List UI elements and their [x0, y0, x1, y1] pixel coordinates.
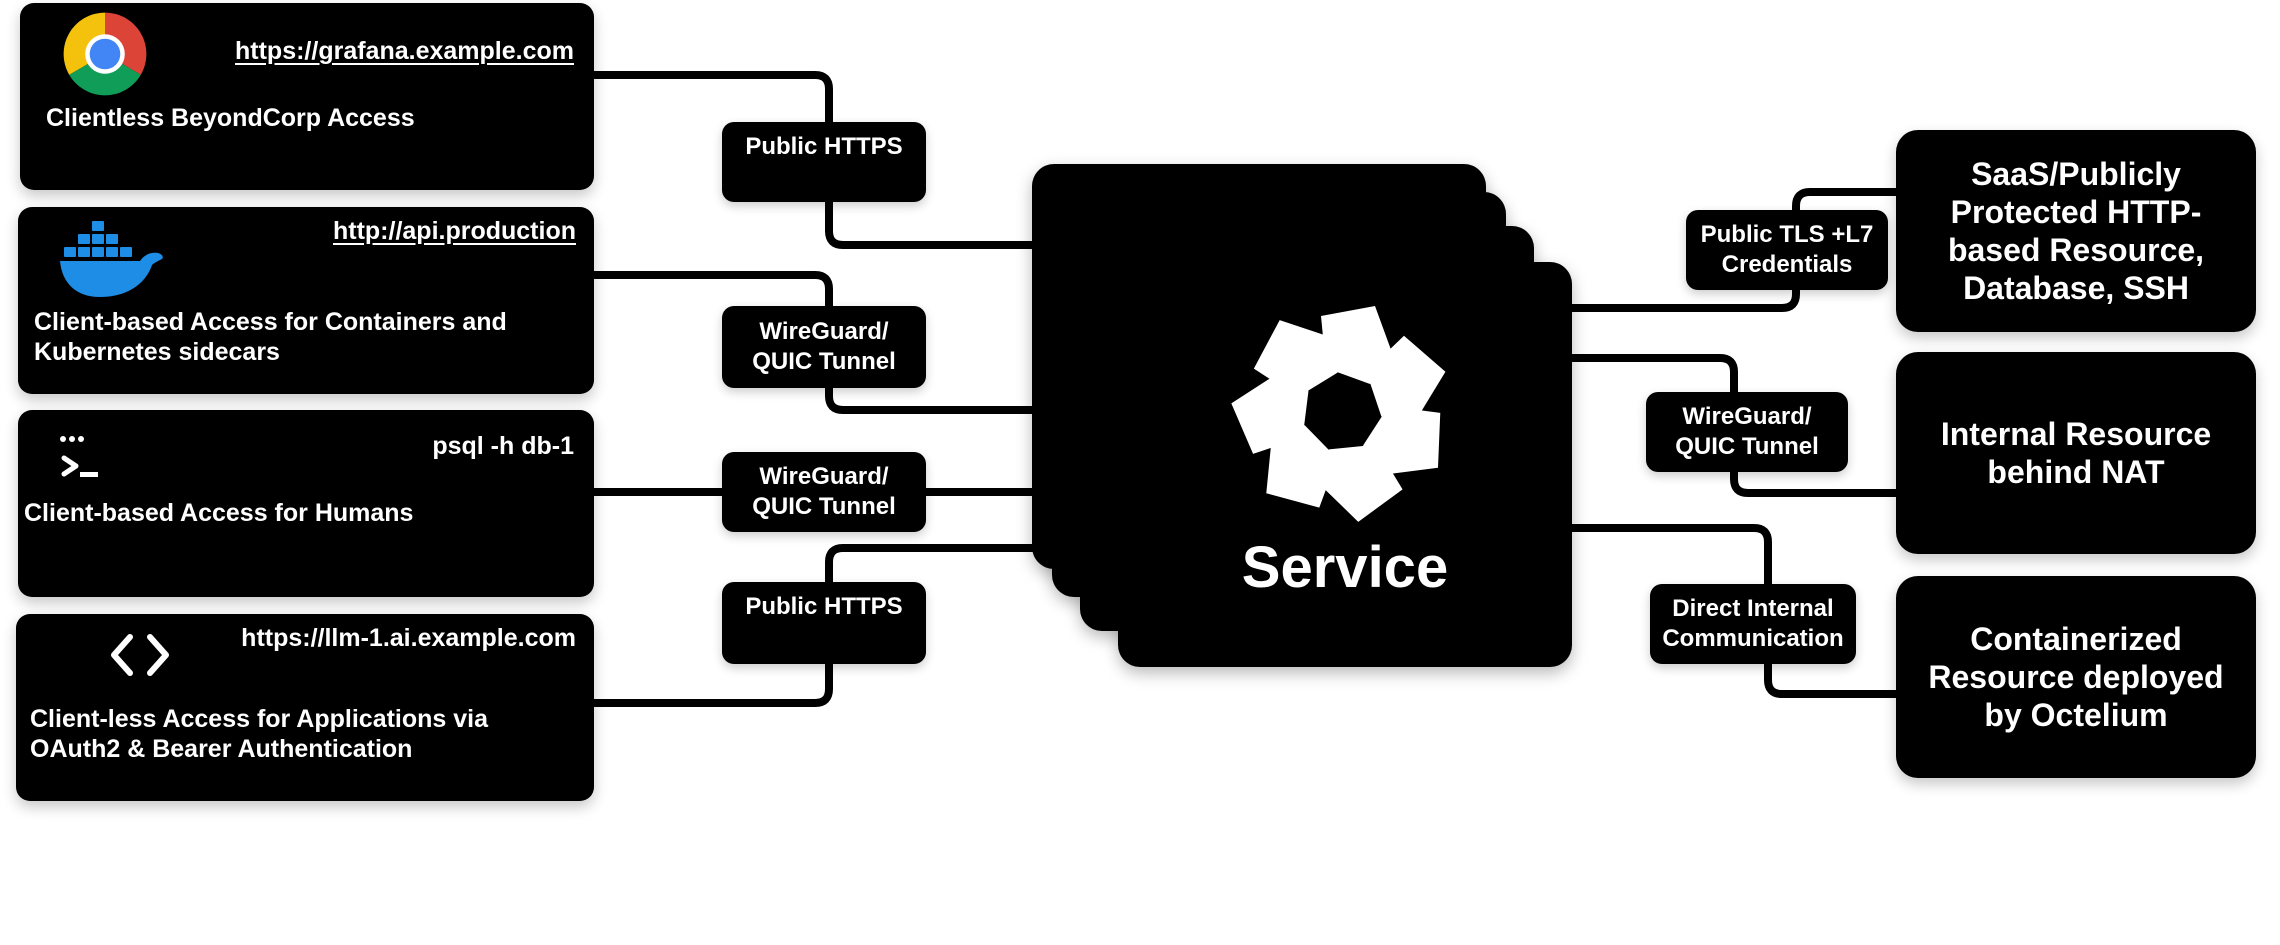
protocol-line1: WireGuard/: [759, 463, 889, 490]
protocol-line1: WireGuard/: [759, 318, 889, 345]
client-panel-applications: https://llm-1.ai.example.com Client-less…: [16, 614, 594, 801]
resource-containerized: Containerized Resource deployed by Octel…: [1896, 576, 2256, 778]
client-command: psql -h db-1: [432, 432, 574, 460]
protocol-line2: QUIC Tunnel: [752, 493, 896, 520]
client-title: Clientless BeyondCorp Access: [46, 104, 415, 132]
protocol-label-wireguard: WireGuard/ QUIC Tunnel: [722, 306, 926, 388]
client-title: Client-based Access for Humans: [24, 499, 414, 527]
service-card: Service: [1118, 262, 1572, 667]
client-panel-clientless: https://grafana.example.com Clientless B…: [20, 3, 594, 190]
docker-icon: [60, 221, 163, 297]
code-icon: [111, 634, 169, 676]
service-title: Service: [1241, 535, 1449, 600]
protocol-line1: Public HTTPS: [745, 133, 903, 160]
client-panel-humans: psql -h db-1 Client-based Access for Hum…: [18, 410, 594, 597]
protocol-line1: WireGuard/: [1682, 403, 1812, 430]
protocol-label-public-tls: Public TLS +L7 Credentials: [1686, 210, 1888, 290]
chrome-icon: [63, 12, 147, 96]
protocol-line1: Direct Internal: [1672, 595, 1834, 622]
protocol-line1: Public HTTPS: [745, 593, 903, 620]
protocol-line2: QUIC Tunnel: [1675, 433, 1819, 460]
protocol-line2: QUIC Tunnel: [752, 348, 896, 375]
protocol-label-direct-internal: Direct Internal Communication: [1650, 584, 1856, 664]
protocol-label-wireguard: WireGuard/ QUIC Tunnel: [1646, 392, 1848, 472]
protocol-label-wireguard: WireGuard/ QUIC Tunnel: [722, 452, 926, 532]
protocol-line2: Credentials: [1721, 251, 1853, 278]
octelium-logo-icon: [1227, 305, 1458, 531]
protocol-line2: Communication: [1662, 625, 1844, 652]
resource-saas: SaaS/Publicly Protected HTTP-based Resou…: [1896, 130, 2256, 332]
protocol-label-public-https: Public HTTPS: [722, 122, 926, 202]
client-panel-containers: http://api.production Client-based Acces…: [18, 207, 594, 394]
terminal-icon: [60, 436, 98, 477]
client-url[interactable]: https://grafana.example.com: [235, 37, 574, 65]
protocol-line1: Public TLS +L7: [1700, 221, 1874, 248]
client-url[interactable]: http://api.production: [332, 217, 576, 245]
client-title: Client-based Access for Containers and K…: [34, 308, 507, 366]
client-title: Client-less Access for Applications via …: [30, 705, 489, 763]
protocol-label-public-https: Public HTTPS: [722, 582, 926, 664]
resource-internal-nat: Internal Resource behind NAT: [1896, 352, 2256, 554]
client-url[interactable]: https://llm-1.ai.example.com: [241, 624, 576, 652]
